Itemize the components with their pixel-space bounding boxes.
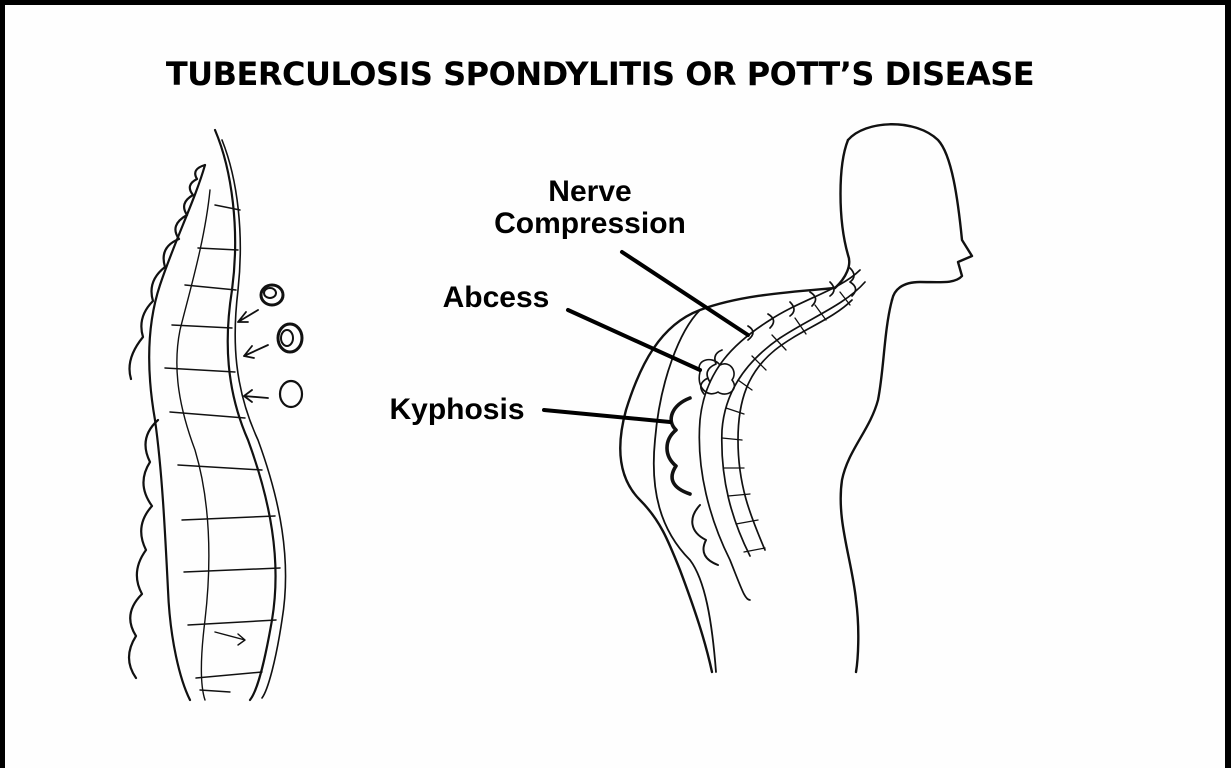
abcess-swelling xyxy=(699,360,734,394)
label-nerve-compression: Nerve Compression xyxy=(470,176,710,240)
label-nerve-line2: Compression xyxy=(470,208,710,240)
label-kyphosis: Kyphosis xyxy=(372,394,542,426)
spine-side-view xyxy=(129,130,286,700)
label-abcess: Abcess xyxy=(428,282,564,314)
label-nerve-line1: Nerve xyxy=(470,176,710,208)
annotation-leader-lines xyxy=(544,252,748,422)
invasion-arrow-icons xyxy=(238,310,268,402)
